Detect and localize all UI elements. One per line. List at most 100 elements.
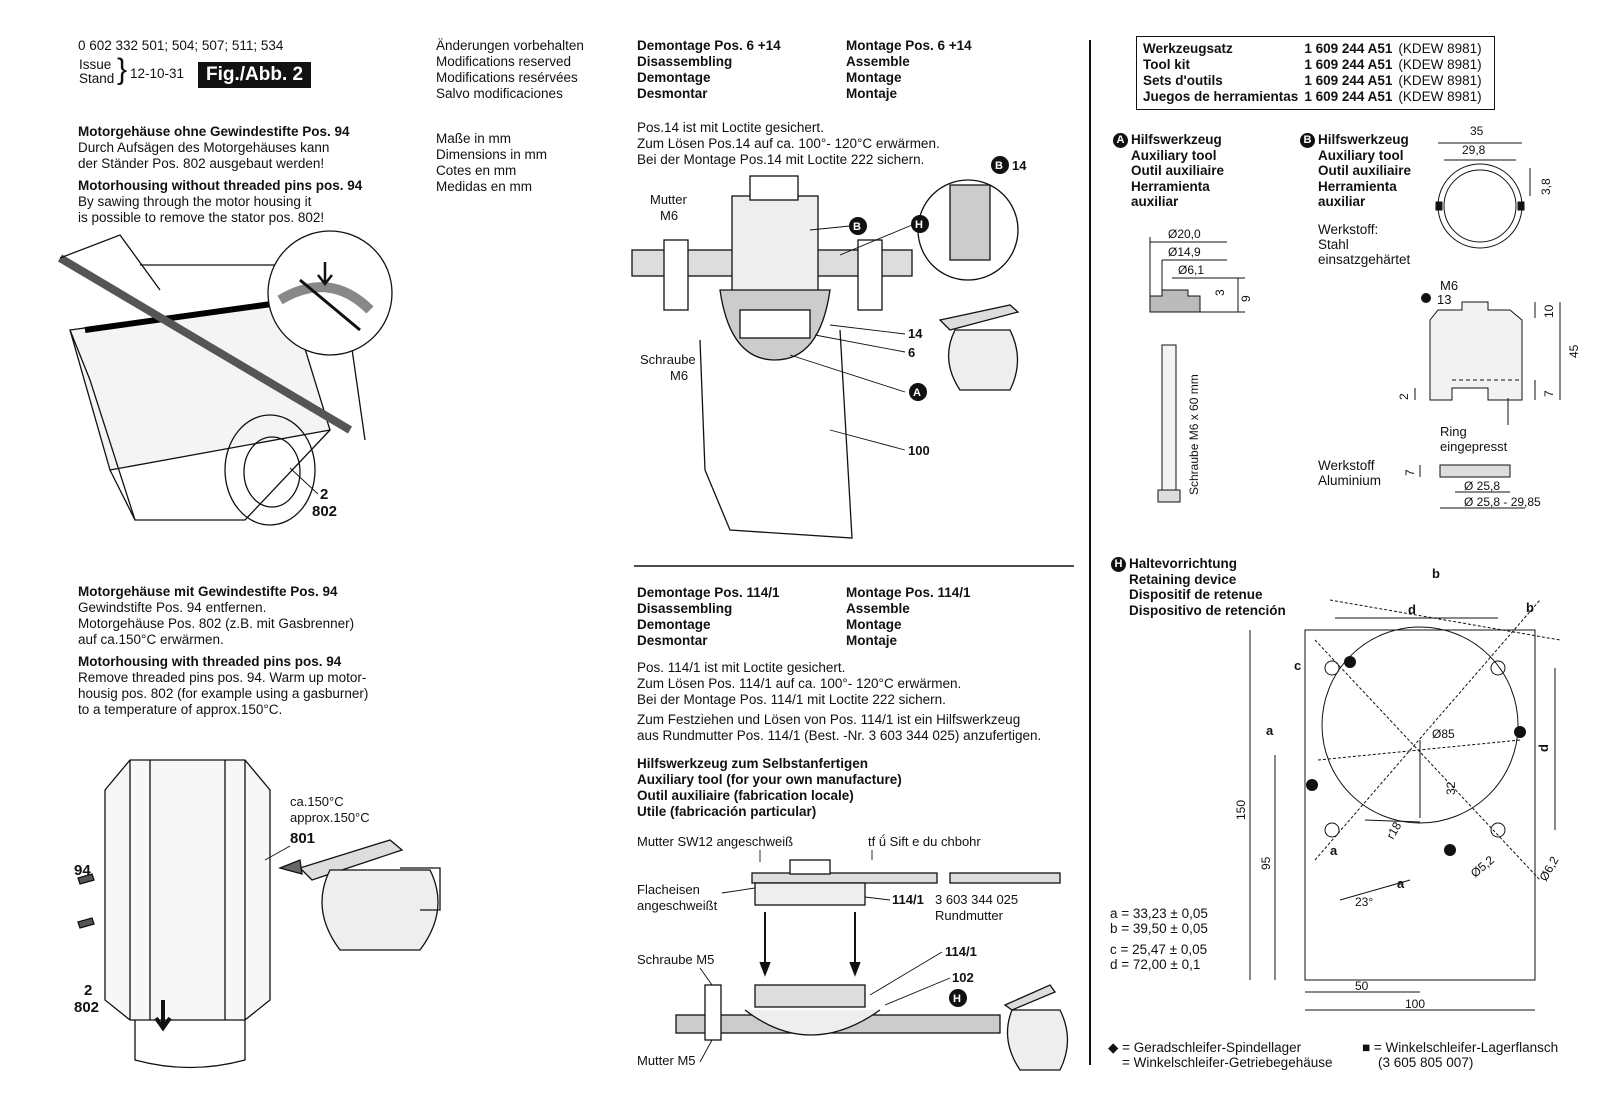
text-line: Assemble xyxy=(846,601,910,616)
dim-b-29-8: 29,8 xyxy=(1462,143,1486,157)
dim-h-d: d xyxy=(1408,602,1416,617)
text-line: Bei der Montage Pos.14 mit Loctite 222 s… xyxy=(637,152,925,167)
text-line: Outil auxiliaire xyxy=(1318,163,1412,179)
badge-h-icon xyxy=(949,989,967,1007)
dim-h-b: b xyxy=(1526,600,1534,615)
dim-b-2: 2 xyxy=(1397,393,1411,400)
square-icon: ■ xyxy=(1362,1040,1374,1055)
text-line: Zum Lösen Pos.14 auf ca. 100°- 120°C erw… xyxy=(637,136,940,151)
dim-a-9: 9 xyxy=(1239,295,1253,302)
text-line: Werkstoff: xyxy=(1318,222,1379,237)
hole-marker-icon xyxy=(1514,726,1526,738)
text-line: Auxiliary tool xyxy=(1318,147,1404,163)
text-line: Cotes en mm xyxy=(436,163,517,178)
dim-h-a: a xyxy=(1266,723,1274,738)
toolkit-name: Werkzeugsatz xyxy=(1143,41,1233,56)
badge-b-label: B xyxy=(853,221,861,233)
nut-size-label: M6 xyxy=(660,208,678,223)
toolkit-table: Werkzeugsatz 1 609 244 A51 (KDEW 8981)Tool… xyxy=(1136,36,1495,110)
tool-b-drawing xyxy=(1414,142,1561,509)
dim-h-95: 95 xyxy=(1259,856,1273,870)
dim-a-d14: Ø14,9 xyxy=(1168,245,1201,259)
bullet-icon xyxy=(1421,293,1431,303)
issue-brace: } xyxy=(117,53,128,86)
text-line: Modifications reserved xyxy=(436,54,572,69)
temp-label-en: approx.150°C xyxy=(290,810,370,825)
dim-h-d85: Ø85 xyxy=(1432,727,1455,741)
text-line: Desmontar xyxy=(637,633,708,648)
changes-reserved: Änderungen vorbehalten Modifications res… xyxy=(436,38,584,102)
holder-values: a = 33,23 ± 0,05 b = 39,50 ± 0,05 c = 25… xyxy=(1110,906,1208,972)
dim-b-35: 35 xyxy=(1470,124,1484,138)
pos-13-label: 13 xyxy=(1437,292,1451,307)
stand-label: Stand xyxy=(79,71,115,86)
hole-marker-icon xyxy=(1306,779,1318,791)
toolkit-code: (KDEW 8981) xyxy=(1398,41,1482,56)
tool-a-badge: A xyxy=(1113,132,1128,148)
pos-14-label: 14 xyxy=(908,326,923,341)
text-line: is possible to remove the stator pos. 80… xyxy=(78,210,325,225)
dim-h-r18: r18 xyxy=(1383,819,1404,841)
pos-2-label: 2 xyxy=(320,486,328,503)
text-line: Outil auxiliaire (fabrication locale) xyxy=(637,788,854,803)
toolkit-nr: 1 609 244 A51 xyxy=(1304,89,1393,104)
text-line: der Ständer Pos. 802 ausgebaut werden! xyxy=(78,156,325,171)
text-line: Demontage xyxy=(637,70,711,85)
dim-b-7: 7 xyxy=(1542,390,1556,397)
pin-label: tf ǘ Sift e du chbohr xyxy=(868,834,981,849)
toolkit-nr: 1 609 244 A51 xyxy=(1304,73,1393,88)
retaining-plate-drawing xyxy=(1249,599,1561,1011)
pos-801-label: 801 xyxy=(290,830,315,847)
text-line: By sawing through the motor housing it xyxy=(78,194,312,209)
figure-badge: Fig./Abb. 2 xyxy=(198,62,312,88)
text-line: Hilfswerkzeug xyxy=(1131,132,1222,147)
text-line: (3 605 805 007) xyxy=(1378,1055,1474,1070)
value-b: b = 39,50 ± 0,05 xyxy=(1110,921,1208,936)
text-line: Herramienta xyxy=(1318,178,1397,194)
loctite-note-114: Pos. 114/1 ist mit Loctite gesichert. Zu… xyxy=(637,660,1041,744)
flat-iron-label: Flacheisen xyxy=(637,882,700,897)
sawing-illustration xyxy=(57,230,393,526)
text-line: Auxiliary tool xyxy=(1131,147,1217,163)
nut-m5-label: Mutter M5 xyxy=(637,1053,696,1068)
heating-illustration xyxy=(77,759,441,1069)
bearing-assembly-drawing xyxy=(631,175,1020,539)
section-title-de: Motorgehäuse mit Gewindestifte Pos. 94 xyxy=(78,584,338,599)
section-title-en: Motorhousing with threaded pins pos. 94 xyxy=(78,654,342,669)
screw-m5-label: Schraube M5 xyxy=(637,952,714,967)
nut-label: Mutter xyxy=(650,192,688,207)
value-a: a = 33,23 ± 0,05 xyxy=(1110,906,1208,921)
section-without-pins: Motorgehäuse ohne Gewindestifte Pos. 94 … xyxy=(78,124,362,226)
part-numbers: 0 602 332 501; 504; 507; 511; 534 xyxy=(78,38,284,53)
dim-ring-inner: Ø 25,8 xyxy=(1464,479,1500,493)
screw-m6-label: Schraube M6 x 60 mm xyxy=(1187,374,1201,495)
diamond-icon: ◆ xyxy=(1108,1040,1123,1055)
text-line: Herramienta xyxy=(1131,178,1210,194)
pos-2-label: 2 xyxy=(84,982,92,999)
ring-pressed-label: eingepresst xyxy=(1440,439,1508,454)
text-line: Dimensions in mm xyxy=(436,147,548,162)
dim-b-3-8: 3,8 xyxy=(1539,178,1553,195)
text-line: Hilfswerkzeug xyxy=(1318,132,1409,147)
dim-h-a: a xyxy=(1330,843,1338,858)
text-line: Maße in mm xyxy=(436,131,512,146)
aux-tool-heading: Hilfswerkzeug zum Selbstanfertigen Auxil… xyxy=(637,756,902,820)
bearing-leaders xyxy=(789,224,913,451)
badge-b-label: B xyxy=(995,160,1003,172)
text-line: = Winkelschleifer-Getriebegehäuse xyxy=(1122,1055,1333,1070)
toolkit-nr: 1 609 244 A51 xyxy=(1304,57,1393,72)
text-line: auxiliar xyxy=(1131,194,1179,210)
dim-h-b: b xyxy=(1432,566,1440,581)
text-line: Bei der Montage Pos. 114/1 mit Loctite 2… xyxy=(637,692,946,707)
section-with-pins: Motorgehäuse mit Gewindestifte Pos. 94 G… xyxy=(78,584,368,718)
text-line: Haltevorrichtung xyxy=(1129,556,1238,571)
text-line: Demontage xyxy=(637,617,711,632)
dim-h-c: c xyxy=(1294,658,1301,673)
text-line: Desmontar xyxy=(637,86,708,101)
text-line: Montaje xyxy=(846,633,898,648)
